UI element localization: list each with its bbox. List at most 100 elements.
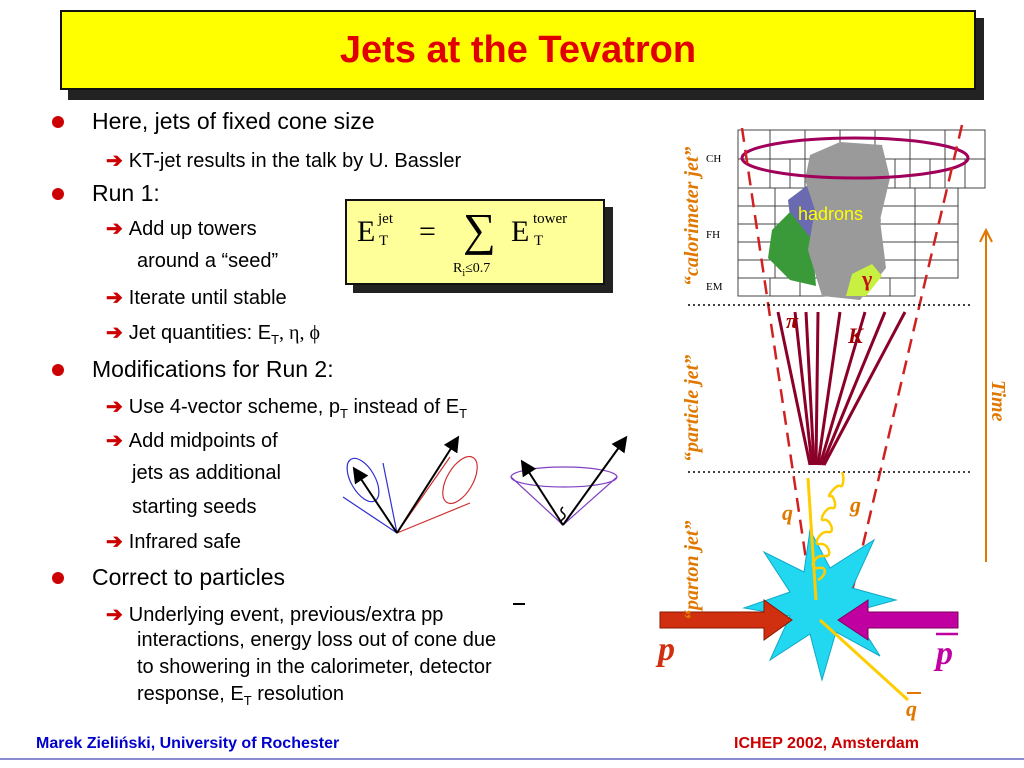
kaon-label: K — [847, 323, 864, 348]
hadron-shower-gray — [805, 142, 890, 300]
hadron-tracks — [776, 311, 907, 466]
pion-label: π — [786, 308, 799, 333]
gluon-label: g — [849, 492, 861, 517]
formula-under-rest: ≤0.7 — [465, 261, 491, 276]
calorimeter-label-em: EM — [706, 281, 723, 293]
jet-cone-lines — [740, 124, 964, 601]
sub-text: interactions, energy loss out of cone du… — [137, 629, 497, 651]
formula-under-r: R — [453, 261, 463, 276]
formula-under: Ri≤0.7 — [453, 261, 490, 279]
proton-label: p — [655, 631, 675, 668]
sub-text: starting seeds — [132, 496, 257, 518]
quark-line — [806, 477, 818, 601]
subscript: T — [243, 693, 252, 708]
bullet-text: Here, jets of fixed cone size — [92, 108, 375, 134]
pbar-overline — [513, 603, 525, 605]
arrow-icon: ➔ — [106, 396, 123, 418]
title-box: Jets at the Tevatron — [60, 10, 976, 90]
bullet-4: Correct to particles — [52, 564, 286, 591]
bullet-dot-icon — [52, 572, 64, 584]
gluon-line — [811, 471, 845, 582]
sub-bullet-cont: to showering in the calorimeter, detecto… — [137, 656, 492, 679]
sub-text: instead of E — [347, 396, 460, 418]
arrow-icon: ➔ — [106, 430, 123, 452]
sub-bullet-cont: response, ET resolution — [137, 683, 344, 708]
calorimeter-label-fh: FH — [706, 229, 720, 241]
bullet-text: Modifications for Run 2: — [92, 356, 334, 382]
sub-bullet-cont: jets as additional — [132, 462, 281, 485]
cone-sketch-left — [342, 435, 478, 534]
calorimeter-jet-label: “calorimeter jet” — [681, 147, 703, 286]
sub-bullet: ➔KT-jet results in the talk by U. Bassle… — [106, 148, 461, 173]
slide-title: Jets at the Tevatron — [339, 28, 697, 71]
sub-bullet-cont: interactions, energy loss out of cone du… — [137, 629, 496, 652]
antiproton-label: p — [933, 635, 953, 672]
sub-bullet: ➔Iterate until stable — [106, 285, 287, 310]
sub-text: around a “seed” — [137, 250, 279, 272]
formula-lhs-sup: jet — [378, 211, 393, 227]
hadron-shower-green — [768, 212, 816, 286]
sub-bullet: ➔Jet quantities: ET, η, ϕ — [106, 320, 320, 347]
bullet-2: Run 1: — [52, 180, 160, 207]
jet-evolution-diagram: CH FH EM hadrons γ π K q g q p p Time “c… — [655, 124, 1009, 721]
sub-text: Use 4-vector scheme, p — [128, 396, 340, 418]
cone-sketch-right — [510, 435, 628, 526]
gamma-label: γ — [861, 266, 872, 291]
sub-text: to showering in the calorimeter, detecto… — [137, 656, 492, 678]
arrow-icon: ➔ — [106, 322, 123, 344]
subscript: T — [271, 332, 280, 347]
sub-text: Add up towers — [128, 218, 257, 240]
bullet-1: Here, jets of fixed cone size — [52, 108, 375, 135]
sub-text: KT-jet results in the talk by U. Bassler — [128, 150, 462, 172]
sub-text: Infrared safe — [128, 531, 242, 553]
formula-rhs: E — [511, 215, 530, 248]
particle-jet-label: “particle jet” — [681, 355, 703, 462]
sub-text: resolution — [251, 683, 344, 705]
subscript: T — [339, 406, 348, 421]
arrow-icon: ➔ — [106, 287, 123, 309]
sub-bullet: ➔Add midpoints of — [106, 428, 278, 453]
sub-text: Jet quantities: E — [128, 322, 272, 344]
sub-text: jets as additional — [132, 462, 281, 484]
antiquark-line — [818, 618, 910, 702]
formula-under-sub: i — [462, 267, 466, 279]
bullet-3: Modifications for Run 2: — [52, 356, 334, 383]
footer-conference: ICHEP 2002, Amsterdam — [734, 735, 919, 752]
sub-text: response, E — [137, 683, 244, 705]
calorimeter-jet-cone-ellipse — [740, 136, 970, 180]
sub-bullet: ➔Add up towers — [106, 216, 257, 241]
bullet-dot-icon — [52, 364, 64, 376]
subscript: T — [459, 406, 468, 421]
formula-equals: = — [419, 215, 436, 248]
antiquark-label: q — [906, 696, 917, 721]
antiproton-beam-arrow — [837, 599, 959, 641]
sub-text: Iterate until stable — [128, 287, 287, 309]
footer-divider — [0, 758, 1024, 760]
sub-bullet-cont: around a “seed” — [137, 250, 278, 273]
sub-bullet: ➔Use 4-vector scheme, pT instead of ET — [106, 394, 467, 421]
footer-author: Marek Zieliński, University of Rochester — [36, 735, 340, 752]
bullet-text: Run 1: — [92, 180, 160, 206]
sub-text: Underlying event, previous/extra pp — [128, 604, 444, 626]
sub-bullet-cont: starting seeds — [132, 496, 257, 519]
sub-bullet: ➔Infrared safe — [106, 529, 241, 554]
formula-rhs-sub: T — [534, 233, 544, 249]
bullet-dot-icon — [52, 116, 64, 128]
bullet-dot-icon — [52, 188, 64, 200]
cone-sketches — [342, 435, 628, 534]
bullet-text: Correct to particles — [92, 564, 286, 590]
time-label: Time — [987, 380, 1009, 422]
calorimeter-label-ch: CH — [706, 153, 721, 165]
formula-rhs-sup: tower — [533, 211, 568, 227]
photon-shower — [846, 264, 882, 296]
formula-lhs: E — [357, 215, 376, 248]
parton-jet-label: “parton jet” — [681, 521, 703, 620]
hadrons-label: hadrons — [798, 204, 863, 224]
sub-bullet: ➔Underlying event, previous/extra pp — [106, 602, 443, 627]
arrow-icon: ➔ — [106, 150, 123, 172]
sub-text: , η, ϕ — [279, 322, 321, 344]
time-arrow-icon — [979, 227, 993, 243]
sub-text: Add midpoints of — [128, 430, 278, 452]
formula-lhs-sub: T — [379, 233, 389, 249]
proton-beam-arrow — [659, 599, 793, 641]
